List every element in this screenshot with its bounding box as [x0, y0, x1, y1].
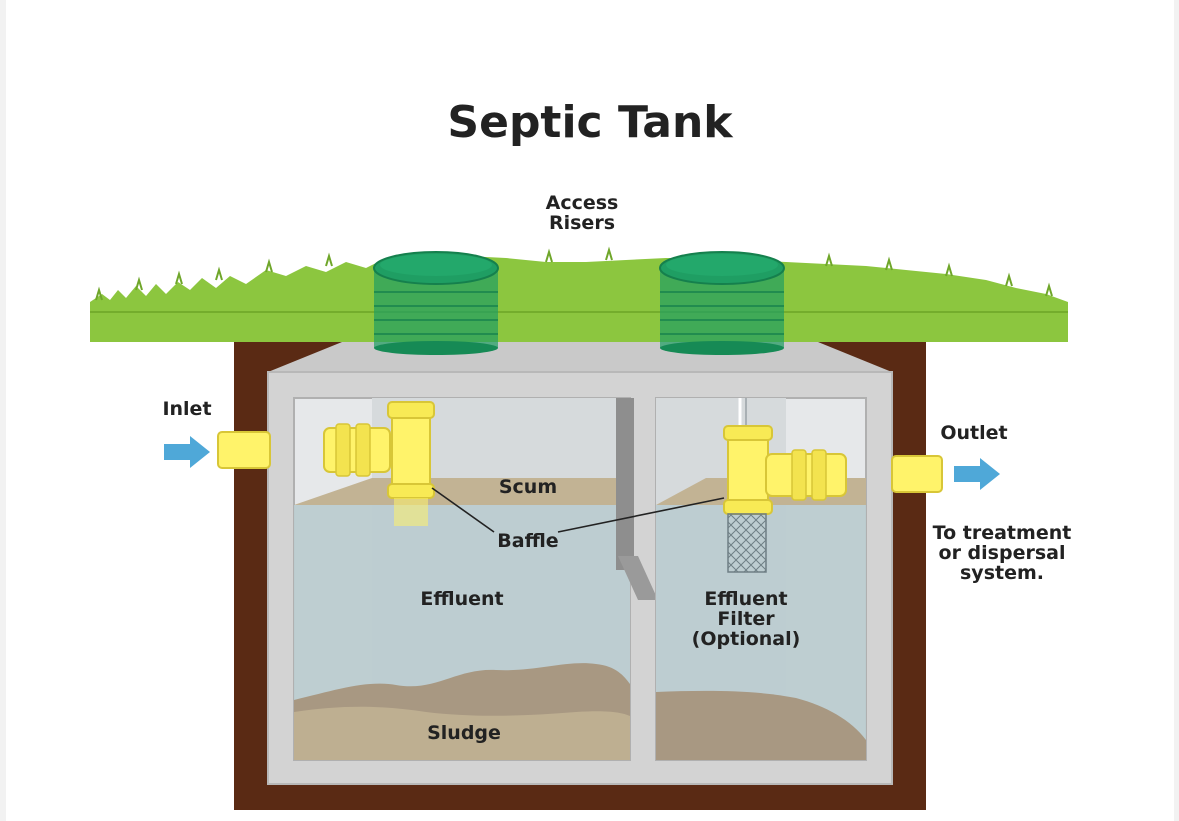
- effluent-filter-label-line1: Effluent: [704, 588, 788, 610]
- access-risers-label: Access Risers: [532, 192, 632, 234]
- septic-tank-diagram: [90, 246, 1068, 810]
- diagram-card: Septic Tank Access Risers Inlet Outlet S…: [6, 0, 1174, 821]
- inlet-label: Inlet: [162, 398, 212, 420]
- divider-wall: [616, 398, 658, 760]
- outlet-flow-arrow-icon: [954, 458, 1000, 490]
- effluent-filter-label-line3: (Optional): [691, 627, 801, 650]
- effluent-filter-label-line2: Filter: [717, 607, 775, 630]
- grass-layer: [90, 246, 1068, 342]
- effluent-filter-label: Effluent Filter (Optional): [676, 588, 816, 650]
- outlet-label: Outlet: [940, 422, 1008, 444]
- scum-layer: [294, 478, 630, 505]
- effluent-filter: [727, 513, 767, 573]
- inlet-pipe: [217, 431, 271, 469]
- access-risers-label-line1: Access: [545, 192, 619, 214]
- access-risers-label-line2: Risers: [548, 211, 616, 234]
- baffle-leader-lines: [431, 487, 725, 533]
- destination-label-line3: system.: [960, 561, 1044, 584]
- inlet-baffle: [323, 401, 435, 526]
- outlet-baffle: [723, 398, 847, 515]
- baffle-label: Baffle: [497, 530, 559, 552]
- destination-label-line2: or dispersal: [938, 541, 1066, 564]
- inlet-flow-arrow-icon: [164, 436, 210, 468]
- destination-label-line1: To treatment: [932, 522, 1072, 544]
- page-title: Septic Tank: [447, 97, 733, 148]
- access-riser-left: [373, 251, 499, 355]
- sludge-label: Sludge: [427, 722, 501, 744]
- effluent-label: Effluent: [420, 588, 504, 610]
- access-riser-right: [659, 251, 785, 355]
- outlet-pipe: [891, 455, 943, 493]
- scum-label: Scum: [498, 476, 558, 498]
- destination-label: To treatment or dispersal system.: [922, 522, 1082, 584]
- first-compartment: [293, 397, 631, 761]
